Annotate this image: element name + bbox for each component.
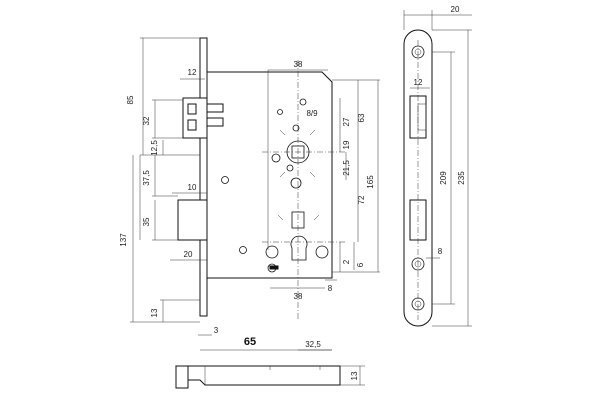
dim-38-bottom: 38 xyxy=(294,292,303,301)
dim-12-top: 12 xyxy=(188,68,197,77)
dim-12-5: 12,5 xyxy=(150,140,159,156)
front-dimension-lines xyxy=(130,37,380,351)
dim-35: 35 xyxy=(142,217,151,226)
dim-12-face: 12 xyxy=(414,78,423,87)
dim-235: 235 xyxy=(457,171,466,185)
dim-20-face: 20 xyxy=(451,5,460,14)
lock-front-view xyxy=(177,37,345,320)
dim-65: 65 xyxy=(244,336,256,348)
dim-19: 19 xyxy=(342,140,351,149)
dim-137: 137 xyxy=(119,233,128,247)
side-view-body xyxy=(175,365,341,386)
dead-bolt xyxy=(177,199,208,241)
dim-38-top: 38 xyxy=(294,60,303,69)
dim-13-left: 13 xyxy=(150,308,159,317)
dim-8-face: 8 xyxy=(438,247,443,256)
cylinder-hole xyxy=(290,235,308,261)
dim-20-bolt: 20 xyxy=(184,250,193,259)
forend-plate xyxy=(199,37,208,317)
dim-165: 165 xyxy=(366,175,375,189)
dim-37-5: 37,5 xyxy=(142,170,151,186)
dim-13-side: 13 xyxy=(350,371,359,380)
dim-21-5: 21,5 xyxy=(342,160,351,176)
faceplate-view xyxy=(403,29,433,327)
dim-6: 6 xyxy=(356,262,365,267)
dim-2: 2 xyxy=(342,259,351,264)
screw-hole xyxy=(221,176,229,184)
dim-72: 72 xyxy=(357,195,366,204)
dim-10: 10 xyxy=(188,183,197,192)
side-view xyxy=(175,365,365,389)
screw-hole xyxy=(239,246,247,254)
faceplate-dimension-lines xyxy=(403,10,472,327)
dim-32-5: 32,5 xyxy=(305,340,321,349)
dim-32: 32 xyxy=(142,116,151,125)
dim-8-bottom: 8 xyxy=(328,284,333,293)
dim-27: 27 xyxy=(342,117,351,126)
dim-3: 3 xyxy=(214,326,219,335)
dim-8-9: 8/9 xyxy=(306,109,318,118)
screw-hole xyxy=(277,109,283,115)
dim-63: 63 xyxy=(357,113,366,122)
dim-209: 209 xyxy=(439,171,448,185)
screw-hole xyxy=(299,98,307,106)
dim-85: 85 xyxy=(126,95,135,104)
